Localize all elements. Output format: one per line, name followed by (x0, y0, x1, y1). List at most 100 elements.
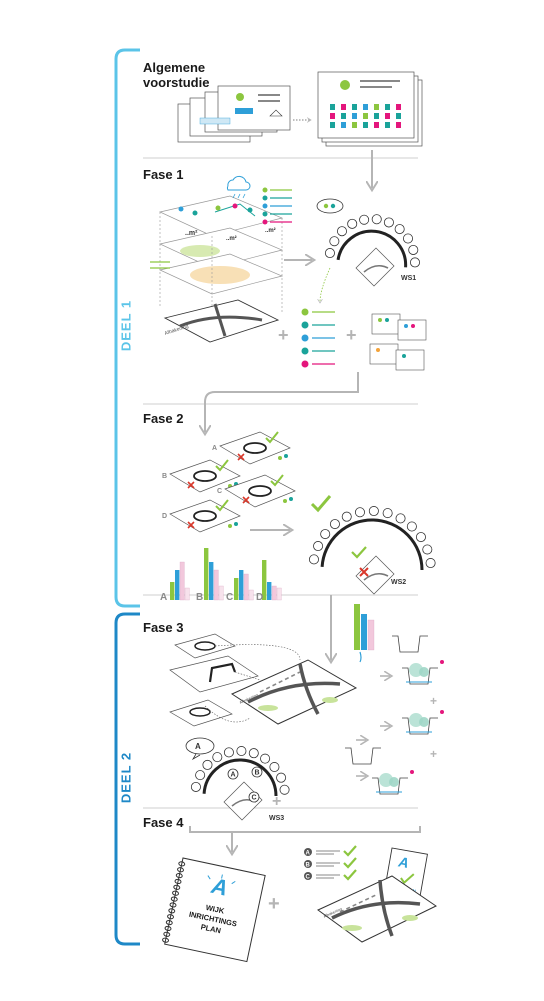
check-icon (351, 546, 367, 559)
scenario-label: D (162, 513, 167, 520)
spiral-ring (175, 873, 183, 879)
fase4-bracket (189, 826, 421, 833)
matrix-cell (330, 104, 335, 110)
matrix-cell (374, 113, 379, 119)
person-icon (382, 508, 393, 519)
ws3-speech-bubble: A (185, 737, 215, 761)
plan-line3: PLAN (200, 922, 222, 935)
matrix-cell (374, 122, 379, 128)
workshop-table (336, 229, 408, 268)
spiral-ring (174, 878, 182, 885)
scenario-badge-label: B (255, 770, 260, 777)
workshop-table (320, 518, 424, 571)
matrix-cell (385, 104, 390, 110)
cross-section (402, 717, 438, 735)
fase4-checklist: ABC (304, 845, 357, 881)
ws1-output-arrow (320, 267, 331, 302)
person-icon (354, 507, 365, 518)
person-icon (269, 762, 280, 773)
cross-section (372, 777, 408, 795)
plus-icon-2: + (346, 325, 357, 345)
person-icon (371, 214, 382, 225)
spiral-ring (170, 896, 178, 902)
phase-title-fase3: Fase 3 (143, 620, 184, 635)
voorstudie-matrix (317, 71, 423, 147)
cross-section (345, 747, 381, 765)
check-icon (343, 845, 357, 857)
bar-category-c: C (226, 592, 234, 603)
spiral-ring (178, 861, 186, 867)
ws3-label: WS3 (269, 815, 284, 822)
person-icon (403, 233, 414, 244)
scenario-badge-label: A (231, 772, 236, 779)
bar-category-b: B (196, 592, 204, 603)
phase-title-voorstudie: Algemene voorstudie (143, 60, 210, 90)
tree-icon (389, 777, 399, 787)
bar (184, 587, 190, 601)
tree-icon (419, 717, 429, 727)
person-icon (248, 748, 259, 759)
workshop-ws2 (308, 495, 436, 595)
check-icon (215, 459, 229, 472)
person-icon (415, 532, 426, 543)
fase1-legend (150, 187, 292, 269)
person-icon (279, 784, 290, 795)
speech-bubble (316, 198, 344, 214)
person-icon (212, 752, 223, 763)
m2-label-2: ..m² (226, 235, 237, 242)
tree-icon (419, 667, 429, 677)
matrix-cell (363, 104, 368, 110)
matrix-cell (330, 113, 335, 119)
bar (170, 582, 175, 600)
bar (209, 562, 214, 600)
scenario-label: A (212, 445, 217, 452)
matrix-cell (385, 113, 390, 119)
workshop-ws1 (316, 198, 420, 287)
wijkinrichtingsplan-book: A WIJK INRICHTINGS PLAN (162, 857, 266, 963)
person-icon (341, 511, 352, 522)
person-icon (329, 519, 340, 530)
fase4-map: Afbakening (317, 875, 437, 943)
bar (243, 573, 249, 601)
fase1-to-fase2-arrow (205, 372, 359, 432)
checklist-badge-label: A (306, 851, 311, 857)
matrix-cell (352, 113, 357, 119)
bar (218, 585, 224, 601)
bar-category-d: D (256, 592, 264, 603)
matrix-cell (352, 104, 357, 110)
checklist-badge (304, 848, 312, 856)
matrix-cell (352, 122, 357, 128)
spiral-ring (173, 884, 181, 890)
bar-category-a: A (160, 592, 168, 603)
person-icon (368, 506, 379, 517)
person-icon (422, 544, 433, 555)
fase3-scenario-cards (169, 633, 301, 727)
spiral-ring (172, 890, 179, 896)
fase1-cloud-icon (226, 175, 251, 199)
matrix-cell (374, 104, 379, 110)
matrix-cell (330, 122, 335, 128)
bar (248, 589, 254, 601)
person-icon (409, 257, 420, 268)
person-icon (425, 558, 436, 569)
bubble-dot (330, 203, 336, 209)
bar (234, 578, 239, 600)
bar (271, 585, 277, 601)
phase-title-fase1: Fase 1 (143, 167, 184, 182)
matrix-cell (341, 104, 346, 110)
person-icon (408, 244, 419, 255)
checklist-badge (304, 860, 312, 868)
person-icon (329, 236, 340, 247)
spiral-ring (162, 937, 169, 943)
deel2-label: DEEL 2 (118, 751, 134, 804)
cross-icon (242, 496, 250, 504)
spiral-ring (163, 931, 171, 937)
scenario-badge (248, 791, 260, 803)
person-icon (394, 224, 405, 235)
person-icon (320, 529, 331, 540)
spiral-ring (164, 925, 172, 931)
plus-icon: + (430, 747, 437, 761)
spiral-ring (169, 902, 177, 908)
plus-icon: + (430, 694, 437, 708)
